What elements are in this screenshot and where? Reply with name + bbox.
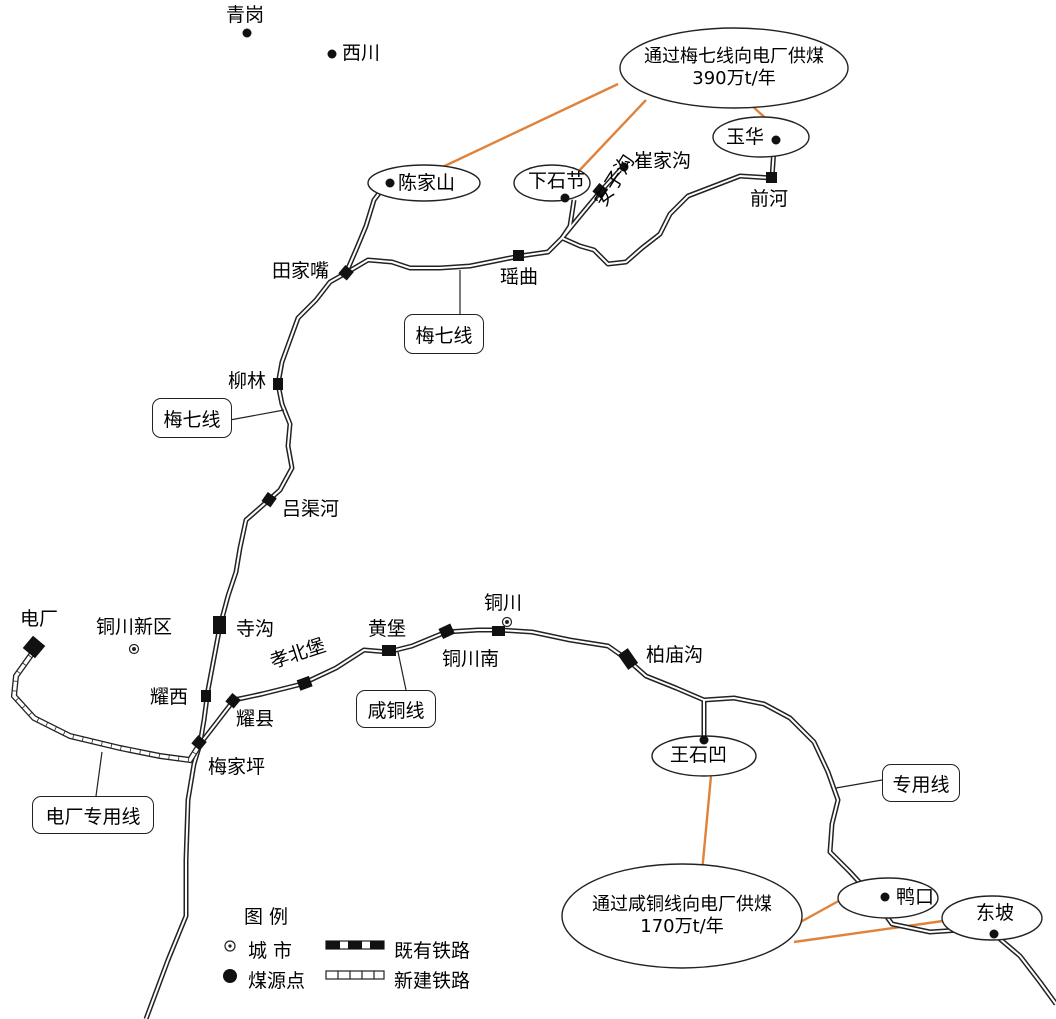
label-yaoqu: 瑶曲 [500,266,539,288]
label-qianhe: 前河 [750,188,789,210]
label-cuijiagou: 崔家沟 [634,150,692,172]
label-dianchang: 电厂 [20,608,59,630]
label-tongchuan-xinqu: 铜川新区 [96,616,173,638]
label-qinggang: 青岗 [226,4,265,26]
callout-meiqi-line1: 通过梅七线向电厂供煤 [644,45,824,67]
coal-source-points [242,28,999,939]
legend-city-label: 城 市 [248,940,293,962]
label-meijiaping: 梅家坪 [208,756,266,778]
label-xichuan: 西川 [342,42,381,64]
legend-new-label: 新建铁路 [394,970,471,992]
callout-ellipses [367,27,1043,969]
label-huangbao: 黄堡 [368,618,407,640]
callout-xiantong: 通过咸铜线向电厂供煤 170万t/年 [562,886,802,946]
legend-symbols [223,940,385,983]
tag-meiqi-line-lower: 梅七线 [152,398,232,438]
city-points [128,616,513,655]
label-wangshiao: 王石凹 [670,744,728,766]
label-yuhua: 玉华 [726,126,765,148]
label-tianjiazui: 田家嘴 [272,260,330,282]
label-yakou: 鸭口 [896,886,935,908]
new-railway-dianchang [10,646,203,764]
label-sigou: 寺沟 [236,618,275,640]
label-baimiaogou: 柏庙沟 [646,644,704,666]
label-liulin: 柳林 [228,370,267,392]
label-lvquhe: 吕渠河 [282,498,340,520]
callout-meiqi: 通过梅七线向电厂供煤 390万t/年 [620,38,848,98]
tag-zhuanyong-line: 专用线 [882,764,960,802]
legend-existing-label: 既有铁路 [394,940,471,962]
legend-existing-line-icon [325,940,385,950]
label-dongpo: 东坡 [976,902,1015,924]
station-markers [22,172,777,751]
label-yaoxian: 耀县 [236,708,275,730]
callout-meiqi-line2: 390万t/年 [692,68,776,89]
legend-title: 图 例 [244,906,289,928]
legend-source-label: 煤源点 [248,970,306,992]
tag-connectors [95,270,883,797]
tag-dianchang-line: 电厂专用线 [32,796,154,834]
label-yaoxi: 耀西 [150,686,189,708]
label-tongchuan: 铜川 [484,592,523,614]
tag-meiqi-line-upper: 梅七线 [404,314,484,354]
tag-xiantong-line: 咸铜线 [356,690,436,728]
callout-lines [431,82,951,944]
label-xiashijie: 下石节 [528,170,586,192]
callout-xiantong-line1: 通过咸铜线向电厂供煤 [592,893,772,915]
callout-xiantong-line2: 170万t/年 [640,916,724,937]
label-tongchuannan: 铜川南 [442,648,500,670]
legend-new-line-icon [325,970,385,980]
label-chenjiashan: 陈家山 [398,172,456,194]
